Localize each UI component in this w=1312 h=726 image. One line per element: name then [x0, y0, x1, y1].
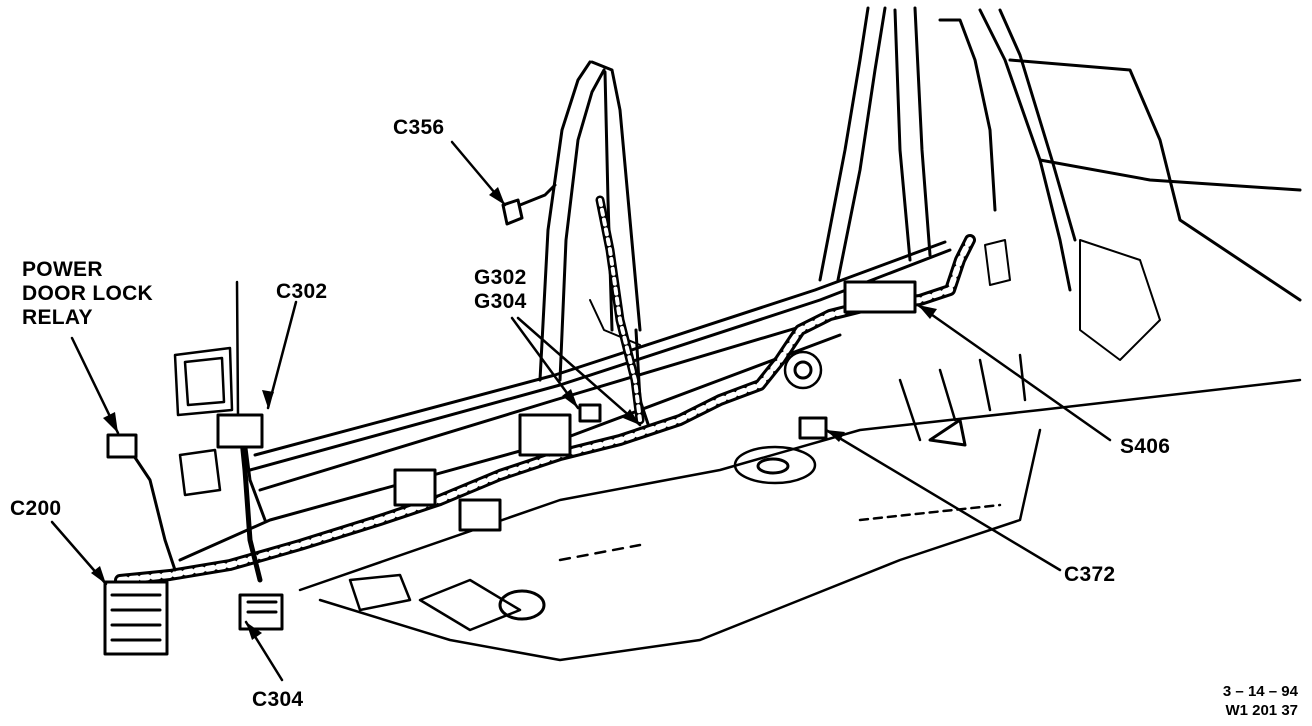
date-code: 3 – 14 – 94	[1222, 683, 1298, 700]
kick-panel	[173, 280, 240, 497]
c-pillar	[818, 6, 1302, 361]
label-s406: S406	[1120, 435, 1171, 458]
label-c372: C372	[1064, 563, 1116, 586]
leader-c372	[824, 428, 1062, 572]
label-line-2: DOOR LOCK	[22, 282, 154, 305]
leader-s406	[916, 303, 1112, 442]
label-line-1: POWER	[22, 258, 103, 281]
label-g304: G304	[474, 290, 527, 313]
label-g302-g304: G302 G304	[474, 266, 527, 314]
leader-c302	[266, 300, 298, 410]
leader-g302-g304-b	[516, 316, 642, 427]
label-c356: C356	[393, 116, 445, 139]
label-g302: G302	[474, 266, 527, 289]
connectors	[103, 198, 917, 656]
label-power-door-lock-relay: POWER DOOR LOCK RELAY	[22, 258, 153, 330]
label-c200: C200	[10, 497, 62, 520]
label-line-3: RELAY	[22, 306, 93, 329]
label-c302: C302	[276, 280, 328, 303]
figure-stamp: 3 – 14 – 94 W1 201 37	[1223, 682, 1298, 720]
label-c304: C304	[252, 688, 304, 711]
arrowheads	[91, 187, 937, 640]
figure-code: W1 201 37	[1225, 702, 1298, 719]
wiring-harness	[114, 183, 976, 586]
floor-pan	[298, 350, 1302, 662]
